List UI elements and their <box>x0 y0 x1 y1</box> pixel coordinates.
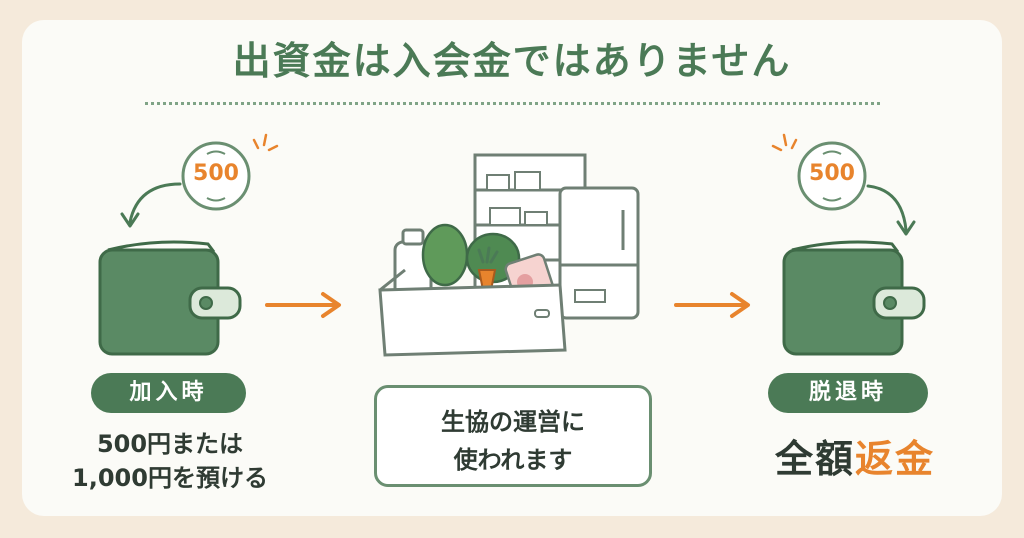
right-sparkle-icon <box>771 133 798 152</box>
title-divider <box>145 102 880 105</box>
arrow-right-icon-2 <box>674 292 750 318</box>
arrow-right-icon <box>265 292 341 318</box>
left-sparkle-icon <box>252 133 279 152</box>
center-message-line1: 生協の運営に <box>441 408 585 436</box>
refund-highlight: 返金 <box>855 437 936 481</box>
right-coin-icon: 500 <box>796 140 868 212</box>
join-description-line1: 500円または <box>96 430 244 458</box>
right-curved-arrow-icon <box>866 184 916 236</box>
right-coin-value: 500 <box>809 161 855 186</box>
join-time-badge: 加入時 <box>91 373 246 413</box>
right-wallet-icon <box>782 240 926 356</box>
withdrawal-time-badge: 脱退時 <box>768 373 928 413</box>
grocery-box-icon <box>378 262 567 357</box>
refrigerator-icon <box>558 186 640 320</box>
refund-plain: 全額 <box>774 437 855 481</box>
left-wallet-icon <box>98 240 242 356</box>
full-refund-text: 全額返金 <box>760 428 950 483</box>
center-message-line2: 使われます <box>453 446 573 474</box>
page-title: 出資金は入会金ではありません <box>232 39 792 83</box>
left-coin-value: 500 <box>193 161 239 186</box>
grocery-store-illustration <box>378 153 640 357</box>
center-message-box: 生協の運営に 使われます <box>374 385 652 487</box>
left-curved-arrow-icon <box>120 182 182 228</box>
join-description-line2: 1,000円を預ける <box>72 464 268 492</box>
left-coin-icon: 500 <box>180 140 252 212</box>
